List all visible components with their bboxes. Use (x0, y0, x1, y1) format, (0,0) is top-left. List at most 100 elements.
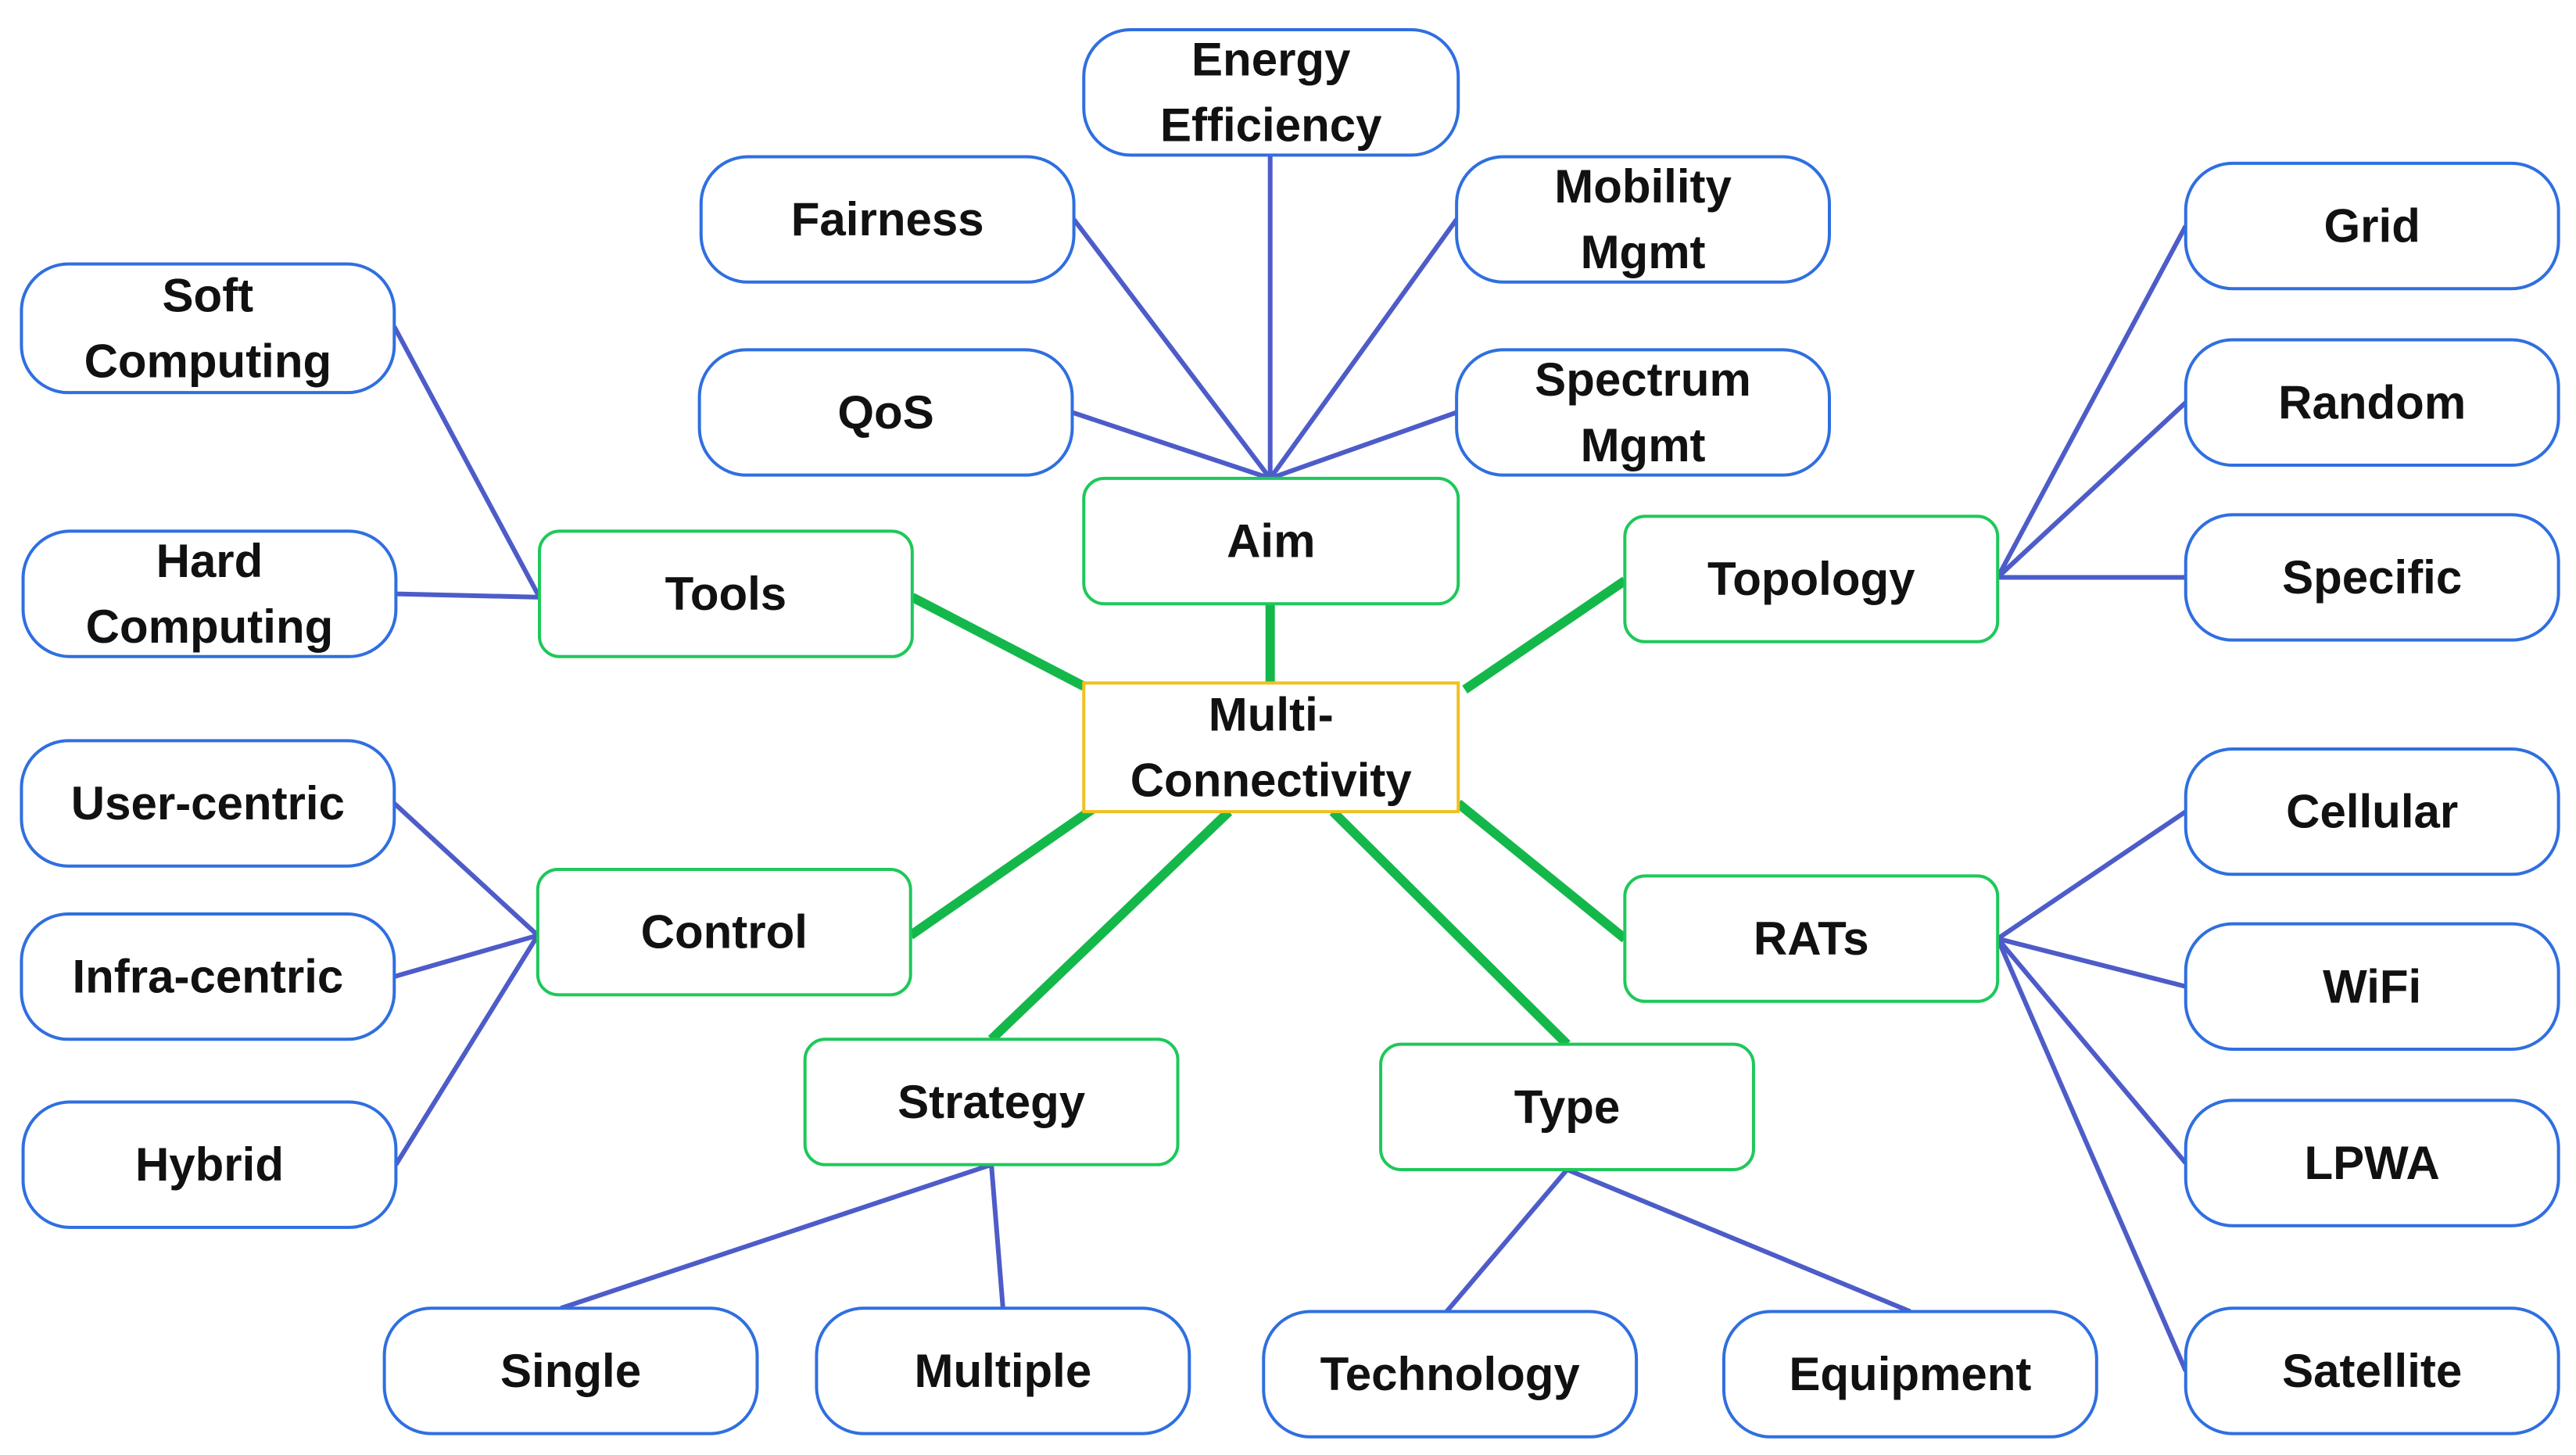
leaf-node-hybrid: Hybrid (21, 1100, 398, 1229)
leaf-box-grid (2184, 161, 2560, 291)
leaf-node-grid: Grid (2184, 161, 2560, 291)
leaf-box-qos (697, 348, 1074, 477)
category-label-rats: RATs (1754, 912, 1869, 965)
category-node-tools: Tools (537, 529, 914, 658)
category-label-strategy: Strategy (897, 1076, 1086, 1128)
leaf-label-mobility: Mobility (1554, 160, 1732, 213)
edge-type-technology (1445, 1168, 1569, 1313)
leaf-box-equipment (1722, 1310, 2098, 1439)
category-label-control: Control (641, 906, 808, 959)
edge-strategy-single (560, 1162, 993, 1311)
leaf-label-specific: Specific (2282, 551, 2462, 604)
category-box-type (1379, 1042, 1755, 1171)
edge-rats-satellite (1995, 937, 2188, 1372)
edge-center-rats (1455, 799, 1628, 943)
category-node-aim: Aim (1082, 476, 1460, 606)
leaf-box-single (382, 1306, 759, 1435)
category-node-topology: Topology (1623, 514, 2000, 643)
category-box-aim (1082, 476, 1460, 606)
leaf-box-soft (20, 262, 396, 395)
edge-aim-fairness (1072, 217, 1273, 480)
leaf-label-wifi: WiFi (2323, 960, 2421, 1012)
leaf-label-infra: Infra-centric (72, 951, 343, 1003)
leaf-label-hard: Computing (86, 600, 334, 653)
leaf-node-lpwa: LPWA (2184, 1098, 2560, 1227)
leaf-node-technology: Technology (1262, 1310, 1639, 1439)
category-node-control: Control (536, 867, 912, 997)
leaf-node-fairness: Fairness (699, 155, 1076, 284)
edge-aim-spectrum (1269, 410, 1458, 481)
category-box-tools (537, 529, 914, 658)
leaf-label-soft: Soft (163, 269, 254, 321)
edge-topology-grid (1995, 224, 2188, 579)
category-box-strategy (803, 1037, 1180, 1167)
leaf-label-cellular: Cellular (2286, 786, 2458, 838)
edge-tools-hard (396, 591, 540, 600)
leaf-box-energy (1082, 27, 1460, 157)
leaf-node-equipment: Equipment (1722, 1310, 2098, 1439)
leaf-box-lpwa (2184, 1098, 2560, 1227)
edge-type-equipment (1566, 1167, 1911, 1314)
leaf-label-hard: Hard (156, 535, 263, 587)
leaf-label-random: Random (2278, 376, 2466, 428)
edge-center-topology (1462, 576, 1628, 693)
leaf-label-soft: Computing (84, 335, 332, 387)
edge-rats-lpwa (1995, 937, 2188, 1165)
leaf-box-specific (2184, 513, 2560, 642)
leaf-label-satellite: Satellite (2282, 1345, 2462, 1397)
leaf-label-technology: Technology (1320, 1348, 1581, 1400)
edge-control-infra (393, 933, 539, 980)
leaf-node-qos: QoS (697, 348, 1074, 477)
leaf-label-energy: Efficiency (1160, 99, 1382, 152)
category-node-type: Type (1379, 1042, 1755, 1171)
leaf-box-mobility (1455, 155, 1831, 284)
center-box-center (1082, 681, 1460, 814)
leaf-box-fairness (699, 155, 1076, 284)
leaf-label-mobility: Mgmt (1581, 226, 1706, 278)
leaf-node-single: Single (382, 1306, 759, 1435)
leaf-box-infra (20, 912, 396, 1041)
edge-rats-wifi (1997, 936, 2187, 989)
edge-aim-mobility (1268, 217, 1459, 480)
leaf-label-hybrid: Hybrid (135, 1138, 284, 1191)
category-label-type: Type (1514, 1080, 1621, 1133)
center-label-center: Multi- (1209, 688, 1334, 740)
leaf-box-hybrid (21, 1100, 398, 1229)
leaf-node-infra: Infra-centric (20, 912, 396, 1041)
leaf-label-single: Single (500, 1345, 641, 1397)
edge-control-hybrid (393, 934, 540, 1167)
leaf-box-hard (21, 529, 398, 658)
leaf-label-grid: Grid (2324, 200, 2420, 253)
leaf-box-wifi (2184, 922, 2560, 1051)
edge-tools-soft (392, 325, 542, 599)
category-node-strategy: Strategy (803, 1037, 1180, 1167)
leaf-box-multiple (815, 1306, 1191, 1435)
leaf-label-fairness: Fairness (791, 193, 984, 245)
leaf-box-satellite (2184, 1306, 2560, 1435)
leaf-node-specific: Specific (2184, 513, 2560, 642)
edge-center-strategy (987, 808, 1233, 1043)
edge-control-user (392, 801, 539, 937)
edge-topology-random (1996, 400, 2187, 579)
leaf-box-technology (1262, 1310, 1639, 1439)
leaf-label-spectrum: Mgmt (1581, 419, 1706, 471)
leaf-label-spectrum: Spectrum (1535, 353, 1751, 406)
leaf-label-lpwa: LPWA (2305, 1137, 2440, 1189)
leaf-label-energy: Energy (1191, 34, 1351, 86)
edge-aim-qos (1071, 410, 1271, 481)
category-box-rats (1623, 874, 2000, 1003)
leaf-node-random: Random (2184, 338, 2560, 468)
edge-center-type (1329, 808, 1571, 1048)
category-node-rats: RATs (1623, 874, 2000, 1003)
leaf-label-equipment: Equipment (1789, 1348, 2031, 1400)
category-label-tools: Tools (665, 568, 787, 620)
edges-layer (392, 155, 2188, 1372)
edge-center-tools (910, 593, 1087, 691)
leaf-node-user: User-centric (20, 739, 396, 868)
center-label-center: Connectivity (1130, 754, 1413, 806)
center-node-center: Multi- Connectivity (1082, 681, 1460, 814)
